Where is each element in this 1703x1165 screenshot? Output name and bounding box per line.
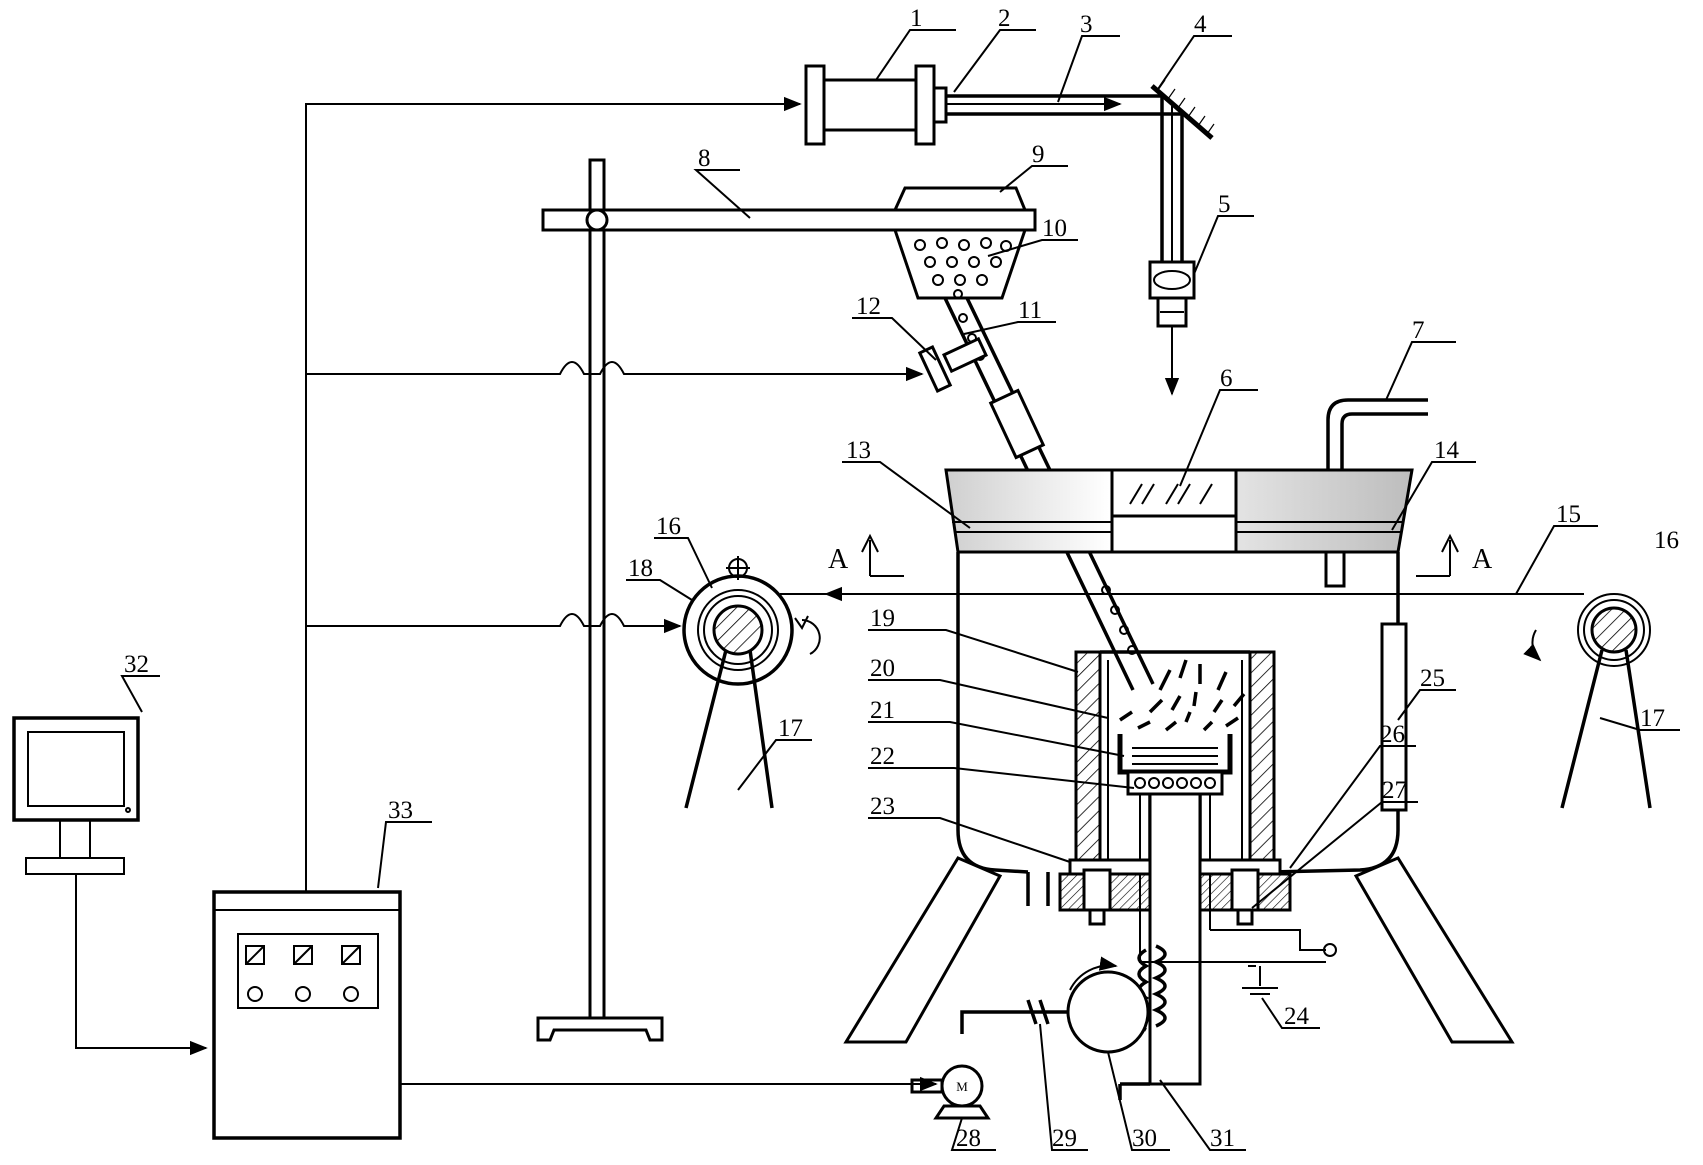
label-1: 1 (910, 5, 923, 32)
motor-letter: M (956, 1079, 968, 1094)
label-24: 24 (1284, 1003, 1310, 1030)
label-11: 11 (1018, 297, 1042, 324)
label-9: 9 (1032, 141, 1045, 168)
label-18: 18 (628, 555, 653, 582)
label-23: 23 (870, 793, 895, 820)
powder-spray (1120, 660, 1244, 730)
label-12: 12 (856, 293, 881, 320)
label-26: 26 (1380, 721, 1405, 748)
label-29: 29 (1052, 1125, 1077, 1152)
label-10: 10 (1042, 215, 1067, 242)
label-14: 14 (1434, 437, 1460, 464)
computer-monitor (14, 718, 138, 874)
label-30: 30 (1132, 1125, 1157, 1152)
label-20: 20 (870, 655, 895, 682)
label-6: 6 (1220, 365, 1233, 392)
label-2: 2 (998, 5, 1011, 32)
label-31: 31 (1210, 1125, 1235, 1152)
control-cabinet (214, 892, 400, 1138)
label-17-right: 17 (1640, 705, 1665, 732)
label-25: 25 (1420, 665, 1445, 692)
wire-spool-right (1532, 594, 1650, 808)
section-marker-left: A (828, 536, 904, 576)
label-21: 21 (870, 697, 895, 724)
label-8: 8 (698, 145, 711, 172)
label-22: 22 (870, 743, 895, 770)
label-33: 33 (388, 797, 413, 824)
chamber-lid (946, 470, 1412, 552)
label-17: 17 (778, 715, 803, 742)
label-16: 16 (656, 513, 681, 540)
label-28: 28 (956, 1125, 981, 1152)
label-32: 32 (124, 651, 149, 678)
section-letter-left: A (828, 544, 849, 575)
label-7: 7 (1412, 317, 1425, 344)
crucible (1120, 734, 1230, 794)
worm-gear (1068, 966, 1148, 1052)
label-5: 5 (1218, 191, 1231, 218)
label-3: 3 (1080, 11, 1093, 38)
label-19: 19 (870, 605, 895, 632)
label-13: 13 (846, 437, 871, 464)
section-marker-right: A (1416, 536, 1493, 576)
laser-source (806, 66, 946, 144)
coupling (1008, 1000, 1068, 1024)
label-27: 27 (1382, 777, 1407, 804)
label-16-right: 16 (1654, 527, 1679, 554)
label-15: 15 (1556, 501, 1581, 528)
drive-motor: M (912, 1012, 1008, 1118)
section-letter-right: A (1472, 544, 1493, 575)
label-4: 4 (1194, 11, 1207, 38)
focusing-lens (1150, 262, 1194, 394)
